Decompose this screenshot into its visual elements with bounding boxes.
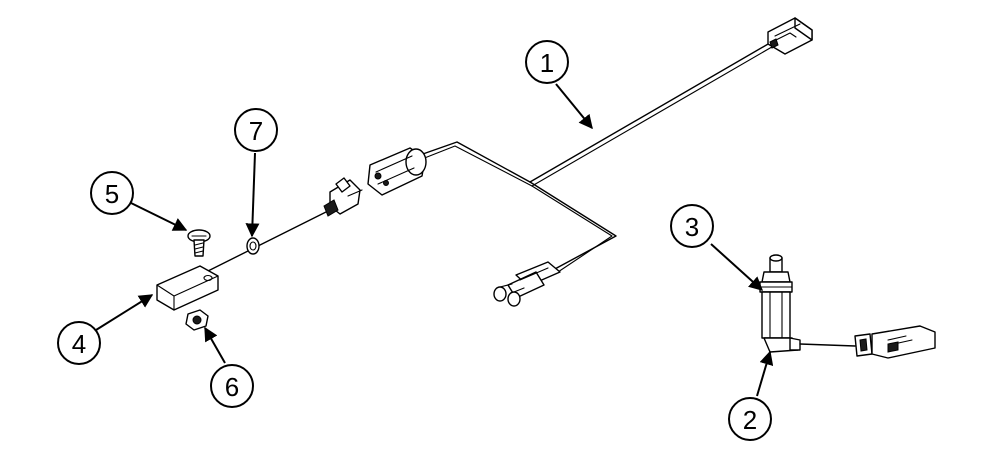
leader-7 [245,152,260,238]
harness-connector-bottom [493,261,561,307]
harness-connector-top [767,17,813,55]
leader-6 [204,326,226,364]
sensor-block [156,265,219,311]
callout-1-label: 1 [540,48,554,78]
callout-3-label: 3 [685,212,699,242]
screw [187,229,211,257]
callout-7: 7 [234,108,278,152]
callout-4-label: 4 [72,329,86,359]
callout-4: 4 [57,321,101,365]
switch-wire [799,343,856,347]
wire-harness [419,39,778,275]
callout-2: 2 [728,397,772,441]
nut [185,309,209,331]
callout-3: 3 [670,204,714,248]
grommet [246,237,260,255]
switch-connector [854,325,936,359]
leader-5 [130,202,188,231]
callout-6: 6 [210,364,254,408]
leader-2 [756,350,774,397]
callout-1: 1 [525,40,569,84]
leader-4 [95,294,154,331]
leader-3 [710,243,764,291]
callout-5: 5 [90,171,134,215]
callout-7-label: 7 [249,116,263,146]
sensor-wire [205,211,327,273]
leader-1 [555,83,593,130]
pressure-switch [759,254,801,353]
callout-5-label: 5 [105,179,119,209]
callout-2-label: 2 [743,405,757,435]
harness-connector-left [323,147,427,217]
callout-6-label: 6 [225,372,239,402]
